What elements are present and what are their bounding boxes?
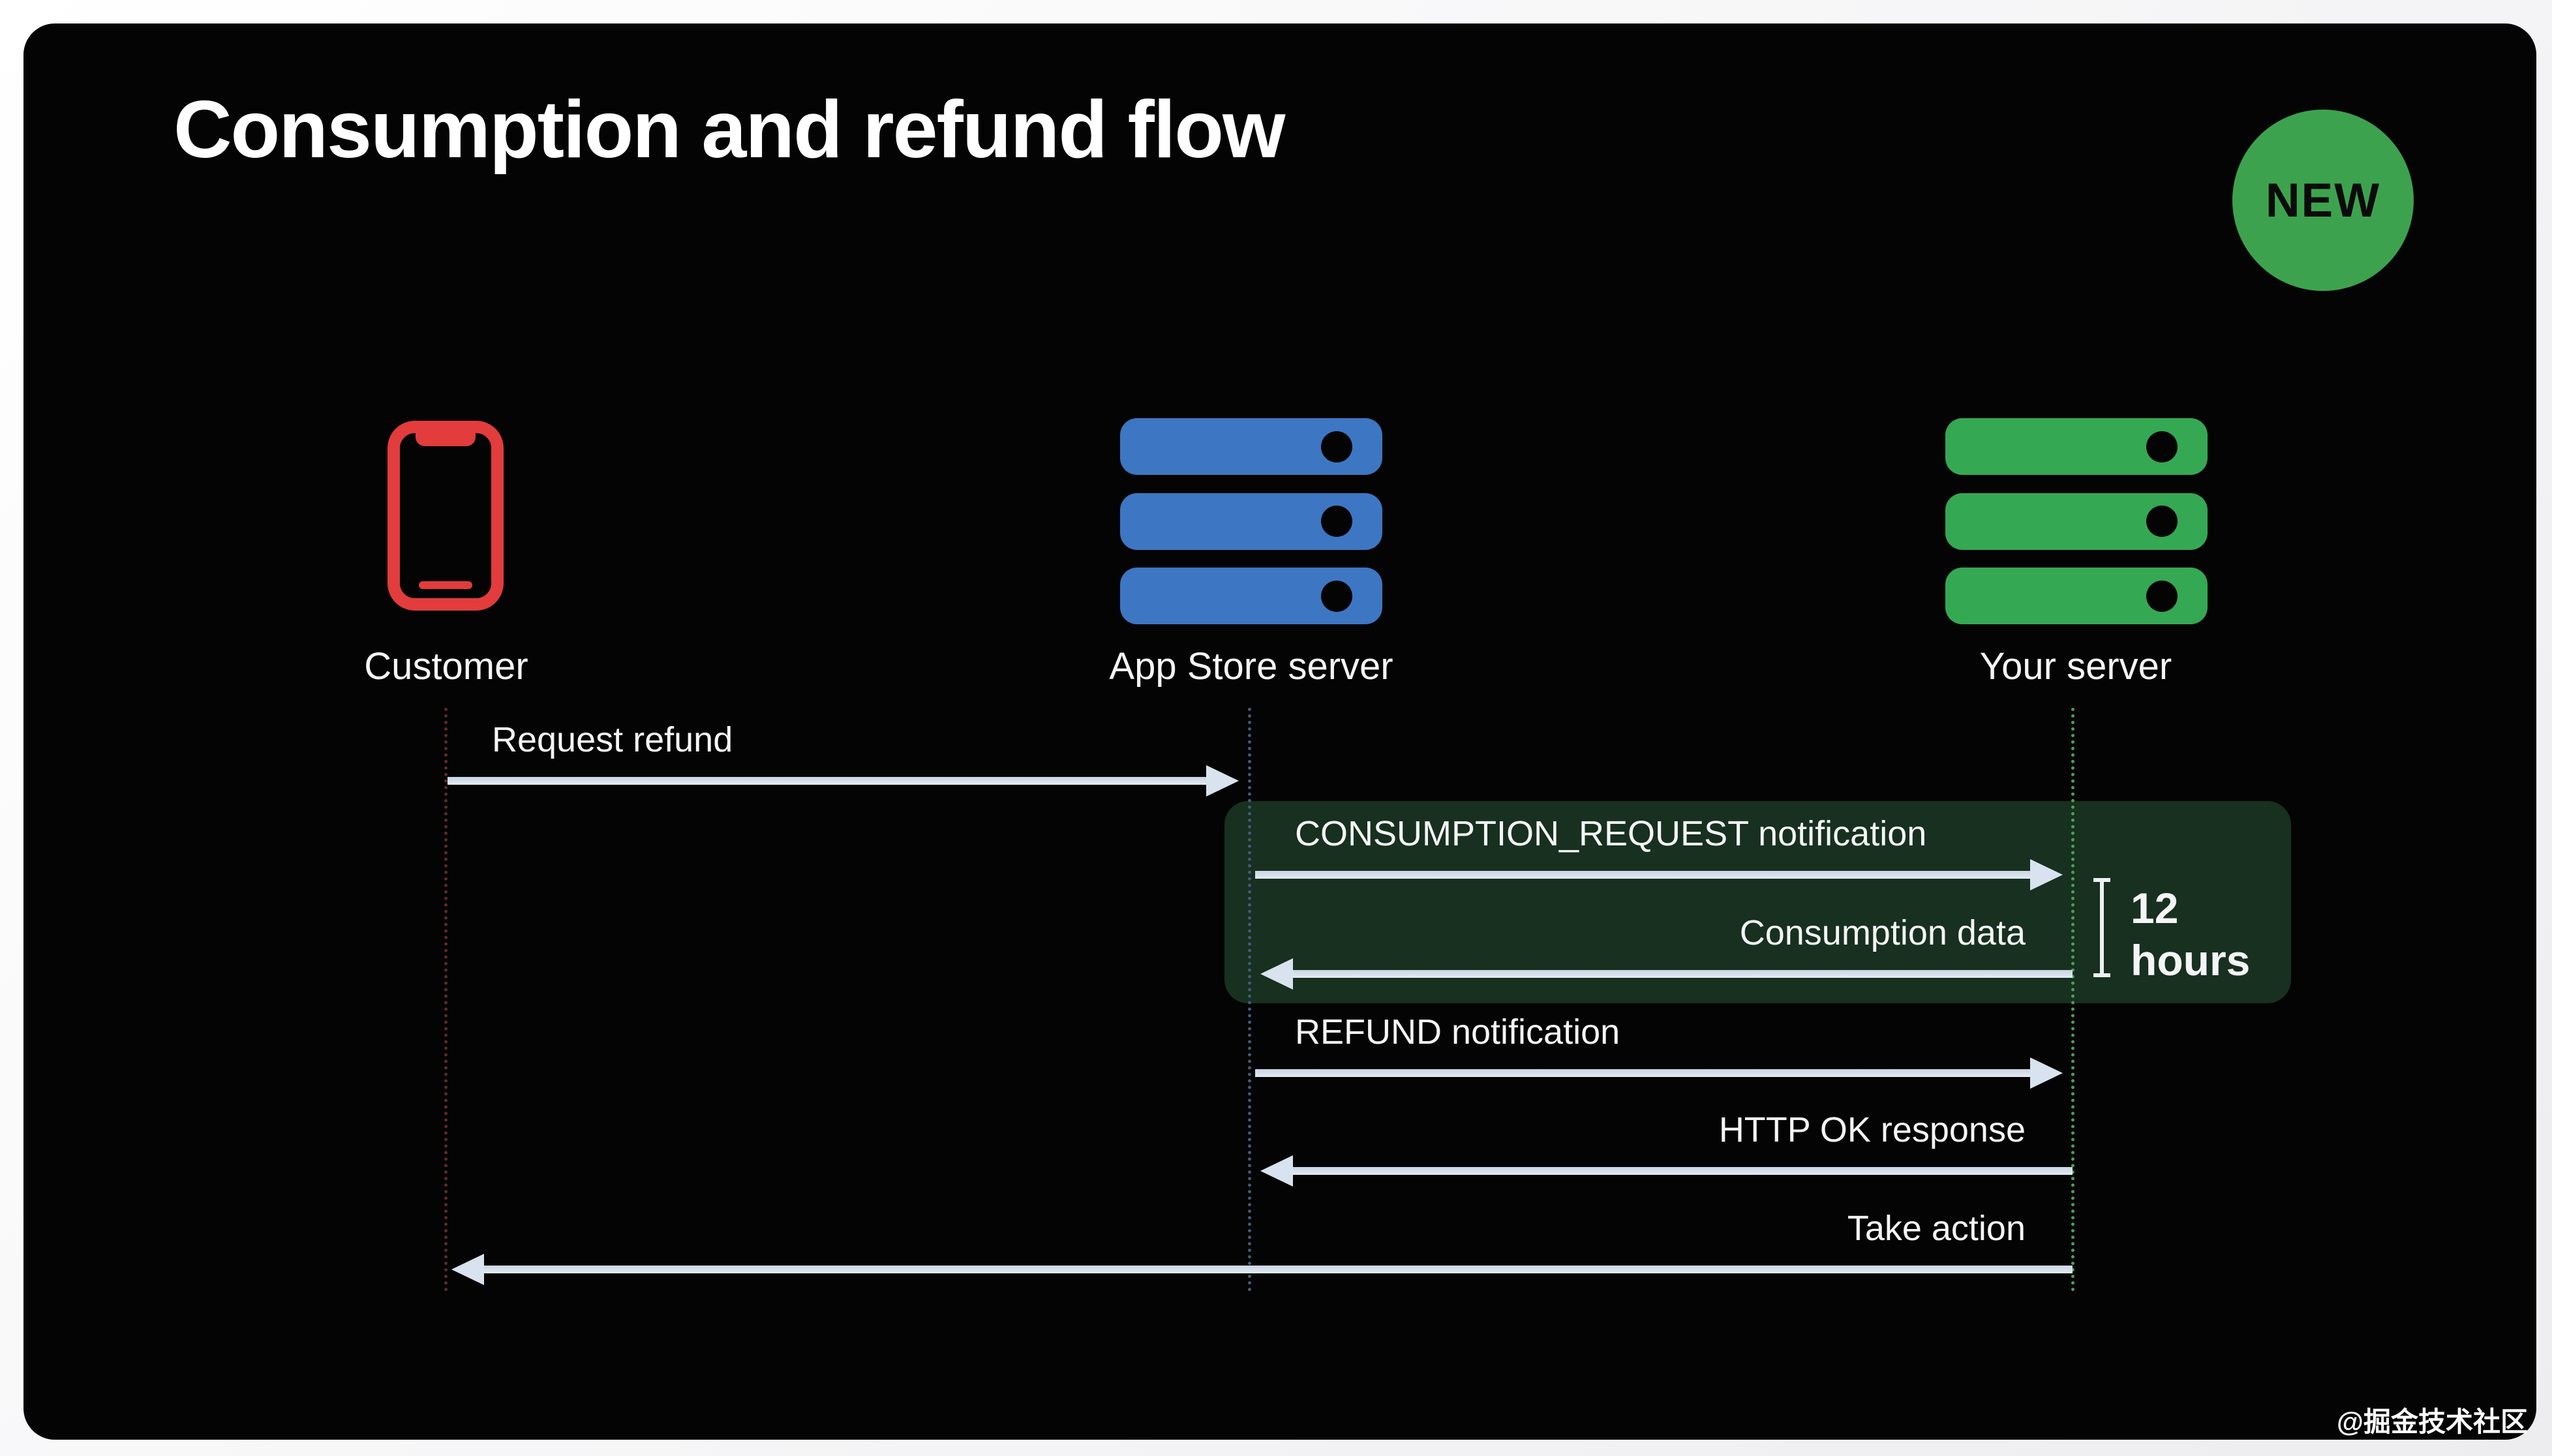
message-arrow-request-refund	[448, 765, 1239, 796]
arrow-head-left-icon	[451, 1254, 484, 1285]
message-label-http-ok: HTTP OK response	[1718, 1110, 2026, 1149]
arrow-head-right-icon	[1206, 765, 1239, 796]
message-arrow-refund-notification	[1255, 1057, 2063, 1089]
rack-dot	[2146, 431, 2178, 463]
arrow-head-right-icon	[2030, 859, 2063, 890]
bracket-stem	[2100, 878, 2104, 977]
consumption-window-highlight	[1224, 801, 2291, 1003]
rack-bar	[1120, 418, 1382, 475]
iphone-notch	[416, 432, 476, 446]
actor-label-yourserver: Your server	[1979, 645, 2172, 688]
duration-line1: 12	[2131, 884, 2179, 932]
rack-bar	[1120, 568, 1382, 624]
message-arrow-consumption-request	[1255, 859, 2063, 890]
rack-dot	[1321, 431, 1352, 463]
lifeline-yourserver	[2071, 708, 2074, 1292]
arrow-head-left-icon	[1260, 958, 1293, 990]
message-label-consumption-data: Consumption data	[1739, 913, 2026, 952]
rack-bar	[1120, 493, 1382, 550]
new-badge: NEW	[2232, 110, 2414, 291]
message-arrow-consumption-data	[1260, 958, 2073, 990]
rack-dot	[1321, 580, 1352, 612]
actor-label-customer: Customer	[364, 645, 528, 688]
rack-dot	[2146, 580, 2178, 612]
message-label-take-action: Take action	[1847, 1209, 2026, 1248]
arrow-shaft	[1289, 970, 2073, 978]
rack-bar	[1945, 493, 2208, 550]
slide-title: Consumption and refund flow	[174, 85, 1285, 175]
rack-bar	[1945, 568, 2208, 624]
server-rack-icon-appstore	[1120, 418, 1382, 624]
message-arrow-take-action	[451, 1254, 2073, 1285]
iphone-homebar	[419, 581, 472, 589]
message-label-consumption-request: CONSUMPTION_REQUEST notification	[1295, 814, 1927, 853]
arrow-shaft	[448, 777, 1210, 785]
duration-line2: hours	[2131, 936, 2251, 984]
lifeline-appstore	[1248, 708, 1251, 1292]
slide-background	[23, 23, 2536, 1440]
rack-dot	[1321, 506, 1352, 537]
rack-bar	[1945, 418, 2208, 475]
arrow-head-left-icon	[1260, 1155, 1293, 1187]
duration-label: 12 hours	[2131, 882, 2250, 986]
arrow-shaft	[1255, 871, 2034, 879]
message-label-refund-notification: REFUND notification	[1295, 1012, 1620, 1052]
arrow-head-right-icon	[2030, 1057, 2063, 1089]
arrow-shaft	[1255, 1069, 2034, 1077]
message-label-request-refund: Request refund	[492, 720, 733, 759]
server-rack-icon-yourserver	[1945, 418, 2208, 624]
message-arrow-http-ok	[1260, 1155, 2073, 1187]
arrow-shaft	[1289, 1167, 2073, 1175]
bracket-cap-bottom	[2093, 973, 2110, 977]
lifeline-customer	[444, 708, 448, 1292]
new-badge-label: NEW	[2265, 174, 2381, 227]
rack-dot	[2146, 506, 2178, 537]
iphone-icon	[387, 421, 504, 611]
arrow-shaft	[480, 1266, 2073, 1273]
actor-label-appstore: App Store server	[1109, 645, 1393, 688]
watermark: @掘金技术社区	[2337, 1406, 2528, 1437]
